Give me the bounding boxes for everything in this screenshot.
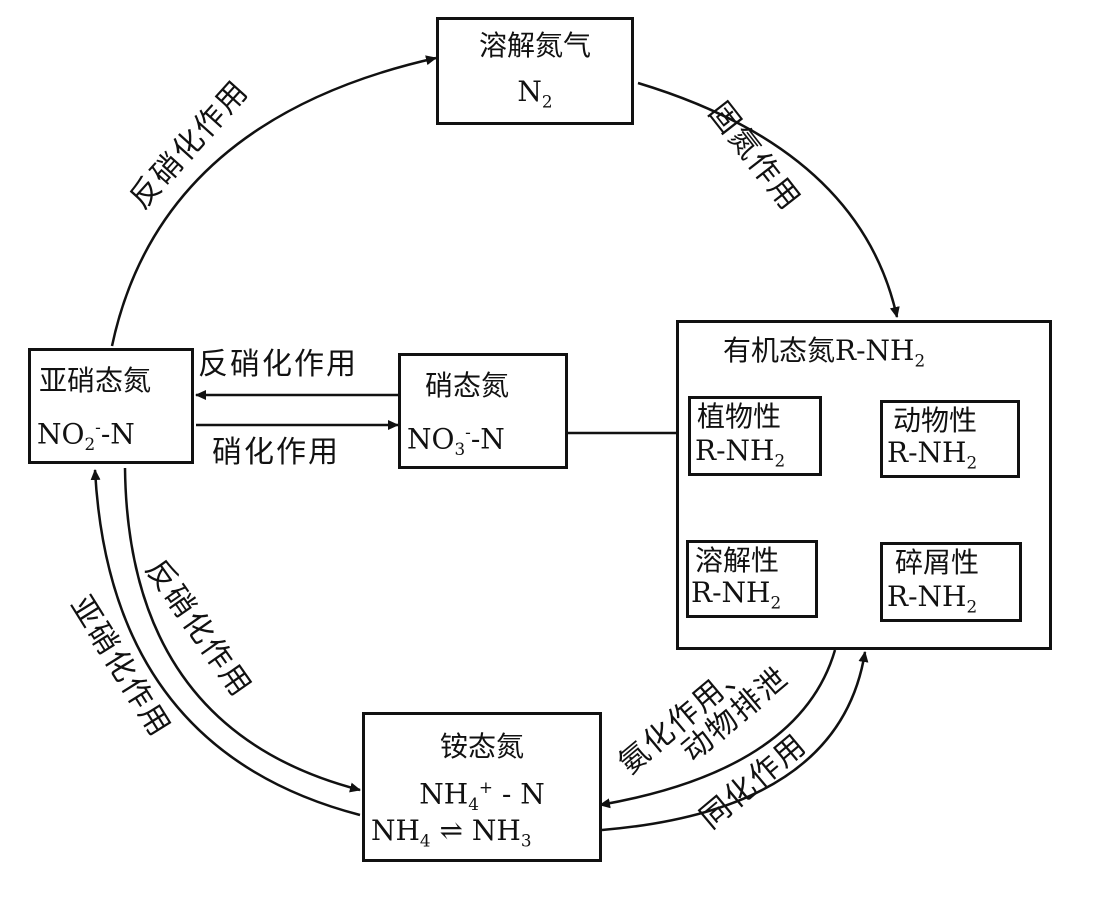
nitrite-nitrogen-formula: NO2--N bbox=[37, 417, 135, 454]
nitrate-nitrogen-formula: NO3--N bbox=[407, 422, 505, 459]
organic-nitrogen-title: 有机态氮R-NH2 bbox=[723, 334, 926, 371]
ammonium-nitrogen-box: 铵态氮 NH4+ - N NH4 ⇌ NH3 bbox=[362, 712, 602, 862]
dissolved-nitrogen-gas-box: 溶解氮气 N2 bbox=[436, 17, 634, 125]
ammonification-arrow bbox=[599, 649, 837, 809]
nitritation-arrow bbox=[90, 469, 361, 817]
detritus-organic-formula: R-NH2 bbox=[887, 580, 978, 617]
nitrite-nitrogen-title: 亚硝态氮 bbox=[39, 364, 152, 397]
denitrification-lower-arrow bbox=[123, 467, 361, 793]
nitrite-nitrogen-box: 亚硝态氮 NO2--N bbox=[28, 348, 194, 464]
nitrate-nitrogen-title: 硝态氮 bbox=[425, 369, 510, 402]
equilibrium-arrow-icon: ⇌ bbox=[439, 814, 463, 847]
ammonium-nitrogen-title: 铵态氮 bbox=[439, 730, 524, 763]
assimilation-arrow bbox=[601, 651, 869, 832]
ammonia-equilibrium: NH4 ⇌ NH3 bbox=[371, 814, 532, 851]
ammonium-nitrogen-formula: NH4+ - N bbox=[419, 777, 545, 814]
plant-organic-box: 植物性 R-NH2 bbox=[688, 396, 822, 476]
animal-organic-title: 动物性 bbox=[893, 404, 978, 437]
denitrification-outer-arrow bbox=[110, 55, 437, 347]
nitrate-nitrogen-box: 硝态氮 NO3--N bbox=[398, 353, 568, 469]
detritus-organic-box: 碎屑性 R-NH2 bbox=[880, 542, 1022, 622]
dissolved-organic-title: 溶解性 bbox=[695, 544, 780, 577]
fixation-arrow bbox=[637, 81, 900, 318]
nitrification-label: 硝化作用 bbox=[212, 435, 340, 470]
denitrification-middle-label: 反硝化作用 bbox=[198, 347, 358, 382]
dissolved-organic-box: 溶解性 R-NH2 bbox=[686, 540, 818, 618]
dissolved-nitrogen-gas-title: 溶解氮气 bbox=[478, 29, 591, 62]
dissolved-nitrogen-gas-formula: N2 bbox=[517, 75, 553, 112]
detritus-organic-title: 碎屑性 bbox=[895, 546, 980, 579]
plant-organic-title: 植物性 bbox=[697, 400, 782, 433]
animal-organic-box: 动物性 R-NH2 bbox=[880, 400, 1020, 478]
plant-organic-formula: R-NH2 bbox=[695, 434, 786, 471]
dissolved-organic-formula: R-NH2 bbox=[691, 576, 782, 613]
animal-organic-formula: R-NH2 bbox=[887, 436, 978, 473]
